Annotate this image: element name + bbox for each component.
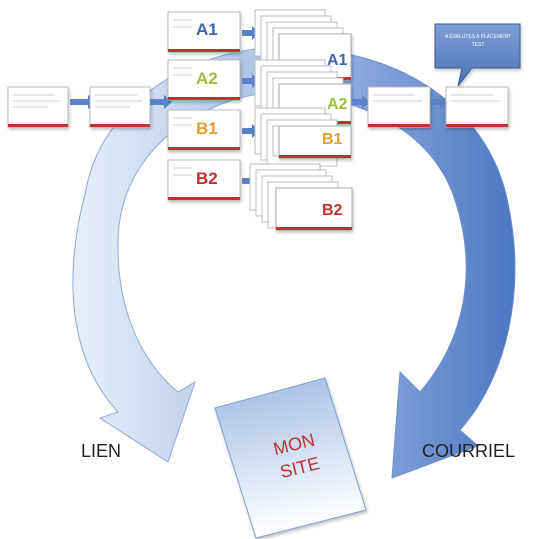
stack-b2 bbox=[249, 163, 353, 231]
card-b2 bbox=[167, 159, 241, 201]
card-b1 bbox=[167, 109, 241, 151]
flow-arrow bbox=[430, 95, 448, 109]
stack-a1-label: A1 bbox=[327, 52, 348, 69]
card-a1 bbox=[167, 11, 241, 53]
doc-start-2 bbox=[89, 86, 151, 128]
card-b2-label: B2 bbox=[196, 169, 218, 188]
stack-a2-label: A2 bbox=[327, 96, 348, 113]
doc-end-1 bbox=[367, 86, 431, 128]
lien-label: LIEN bbox=[81, 441, 122, 461]
stack-b2-label: B2 bbox=[322, 202, 343, 219]
callout-text: A ÉVALUTES A PLACEMENT TEST bbox=[444, 34, 512, 48]
courriel-label: COURRIEL bbox=[422, 441, 516, 461]
card-a2 bbox=[167, 59, 241, 101]
flow-arrow bbox=[150, 95, 172, 109]
doc-start-1 bbox=[7, 86, 69, 128]
card-a1-label: A1 bbox=[196, 20, 218, 39]
card-a2-label: A2 bbox=[196, 69, 218, 88]
mon-site-page bbox=[214, 377, 367, 539]
flow-arrow bbox=[352, 95, 370, 109]
card-b1-label: B1 bbox=[196, 119, 218, 138]
stack-b1-label: B1 bbox=[322, 131, 343, 148]
doc-end-2 bbox=[445, 86, 509, 128]
callout-box bbox=[434, 23, 521, 87]
stack-b1 bbox=[254, 107, 352, 167]
